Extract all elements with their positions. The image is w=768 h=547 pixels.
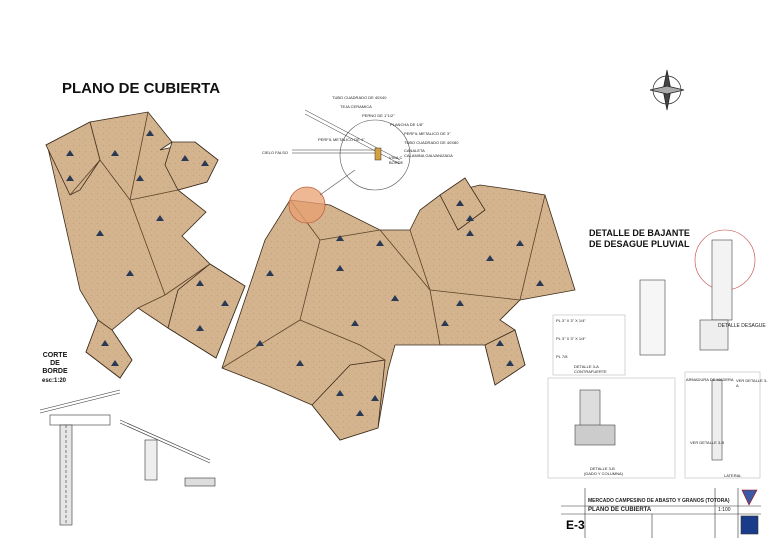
edge-detail-drawing (292, 109, 401, 165)
edge-label: VIGA C (389, 155, 403, 160)
edge-label: PERNO DE 1"1/2" (362, 113, 395, 118)
detail-label: ARMADURA DE MADERA (686, 377, 734, 382)
downspout-title: DETALLE DE BAJANTE DE DESAGUE PLUVIAL (589, 228, 690, 250)
detail-label: LATERAL (724, 473, 742, 478)
downspout-title-line: DETALLE DE BAJANTE (589, 228, 690, 238)
downspout-title-line: DE DESAGUE PLUVIAL (589, 239, 690, 249)
detail-label: VER DETALLE 3-A (736, 378, 768, 388)
detail-label: DETALLE 3-A (574, 364, 599, 369)
roof-left-ridges (69, 111, 211, 309)
section-title-line: CORTE (42, 352, 68, 359)
edge-section-drawing (39, 389, 216, 526)
detail-callout-circle (339, 119, 411, 191)
edge-label: TEJA CERAMICA (340, 104, 372, 109)
detail-label: VER DETALLE 3-B (690, 440, 725, 445)
edge-label: TUBO CUADRADO DE 40X40 (332, 95, 387, 100)
section-title-line: DE (50, 360, 60, 367)
edge-label: PERFIL METALICO DE 4" (318, 137, 365, 142)
section-title: CORTE DE BORDE (40, 352, 70, 376)
detail-label: PL 3" X 3" X 1/4" (556, 318, 586, 323)
edge-label: PERFIL METALICO DE 3" (404, 131, 451, 136)
title-block-sheet-number: E-3 (566, 518, 585, 532)
edge-label: PLANCHA DE 1/8" (390, 122, 424, 127)
title-block-sheet-title: PLANO DE CUBIERTA (588, 507, 652, 513)
detail-highlight-circle (288, 186, 326, 224)
edge-label: TUBO CUADRADO DE 40X80 (404, 140, 459, 145)
section-title-line: BORDE (42, 368, 68, 375)
detail-label: PL 3" X 3" X 1/4" (556, 336, 586, 341)
section-scale: esc:1:20 (42, 378, 67, 384)
edge-label: CALAMINA GALVANIZADA (404, 153, 453, 158)
edge-label: CIELO FALSO (262, 150, 289, 155)
north-arrow-icon (649, 69, 685, 111)
detail-label: DETALLE 3-B (590, 466, 615, 471)
slope-arrows (66, 130, 544, 416)
title-block-scale: 1:100 (718, 507, 731, 513)
edge-label: BORDE (389, 160, 404, 165)
title-block-frame (561, 488, 761, 538)
edge-label: CANALETA (404, 148, 425, 153)
roof-left (45, 111, 246, 379)
detail-label: CONTRAFUERTE (574, 369, 607, 374)
roof-center (221, 177, 576, 441)
plan-title: PLANO DE CUBIERTA (62, 80, 221, 97)
detail-label: DETALLE DESAGUE (718, 323, 766, 329)
detail-label: (DADO Y COLUMNA) (584, 471, 623, 476)
title-block-project: MERCADO CAMPESINO DE ABASTO Y GRANOS (TO… (588, 498, 730, 504)
detail-label: PL 7/8 (556, 354, 568, 359)
downspout-drawings (547, 229, 761, 479)
